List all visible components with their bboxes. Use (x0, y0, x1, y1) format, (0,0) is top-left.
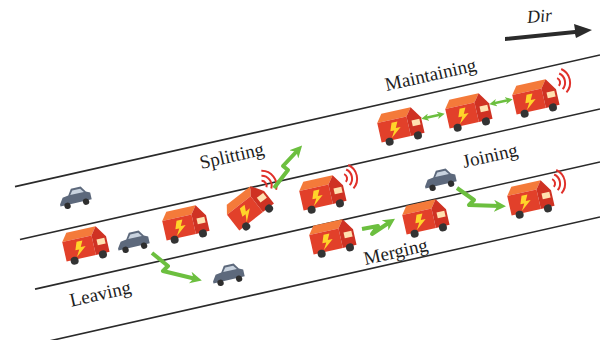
truck (510, 78, 560, 120)
truck (375, 106, 425, 148)
car (422, 167, 457, 193)
maneuver-label: Joining (461, 140, 520, 171)
car (115, 229, 150, 255)
signal-waves (257, 167, 281, 193)
spacing-arrow (493, 100, 509, 104)
signal-waves (550, 169, 567, 195)
maneuver-arrows (152, 100, 509, 279)
merge-arrow (362, 222, 390, 234)
car (57, 185, 92, 211)
lane-line (50, 217, 600, 340)
truck (400, 198, 450, 240)
lane-line (20, 109, 600, 240)
truck (505, 179, 555, 221)
truck (160, 204, 210, 246)
truck (222, 181, 277, 234)
join-arrow (457, 188, 500, 206)
truck (307, 218, 357, 260)
lane-line (35, 162, 600, 289)
signal-waves (342, 164, 359, 190)
direction-label: Dir (527, 6, 553, 26)
lane-line (15, 55, 600, 187)
split-arrow (274, 150, 298, 188)
maneuver-label: Leaving (68, 277, 133, 309)
lane-lines (15, 55, 600, 340)
spacing-arrow (425, 115, 441, 119)
signal-waves (555, 68, 572, 94)
car (210, 262, 245, 288)
vehicles (57, 68, 572, 288)
truck (60, 225, 110, 267)
direction-arrow (505, 24, 592, 41)
maneuver-label: Maintaining (383, 55, 478, 94)
truck (443, 92, 493, 134)
leave-arrow (152, 253, 196, 279)
truck (297, 174, 347, 216)
